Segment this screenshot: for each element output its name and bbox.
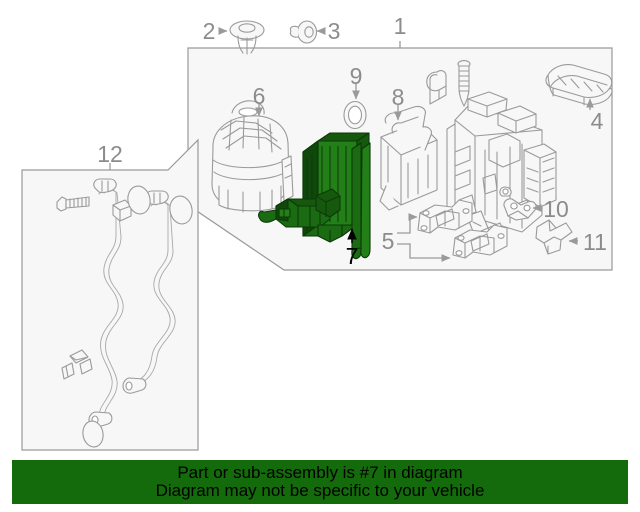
part-bracket-corner [535,219,573,255]
disclaimer-banner: Part or sub-assembly is #7 in diagram Di… [12,460,628,504]
callout-3-label: 3 [328,18,341,44]
banner-line-disclaimer: Diagram may not be specific to your vehi… [155,481,485,500]
callout-leaders [109,27,594,262]
part-bolt [56,196,90,212]
callout-1-label: 1 [394,13,407,39]
callout-10-label: 10 [543,196,569,222]
callout-6-label: 6 [253,83,266,109]
part-grommet [289,20,318,44]
callout-12-label: 12 [97,141,123,167]
part-o-ring [343,100,367,130]
part-refrigerant-line-set [56,178,193,448]
callout-9-label: 9 [350,63,363,89]
callout-7-label: 7 [346,243,359,269]
part-push-clip [229,20,265,55]
callout-4-label: 4 [591,108,604,134]
callout-11-label: 11 [583,229,607,255]
part-vent-grille [545,64,613,106]
part-hvac-case-assembly [446,91,557,242]
part-bracket-upper [417,199,473,234]
part-retainer-clip [426,70,447,105]
callout-5-label: 5 [382,228,395,254]
part-evaporator-core-highlighted [258,132,371,260]
part-bracket-lower [452,224,508,259]
part-screw [457,60,471,107]
part-blower-motor [211,100,294,213]
banner-line-part-number: Part or sub-assembly is #7 in diagram [177,463,463,483]
callout-numbers: 1 2 3 4 5 6 7 8 9 10 11 12 [97,13,607,269]
callout-2-label: 2 [203,18,216,44]
callout-8-label: 8 [392,84,405,110]
